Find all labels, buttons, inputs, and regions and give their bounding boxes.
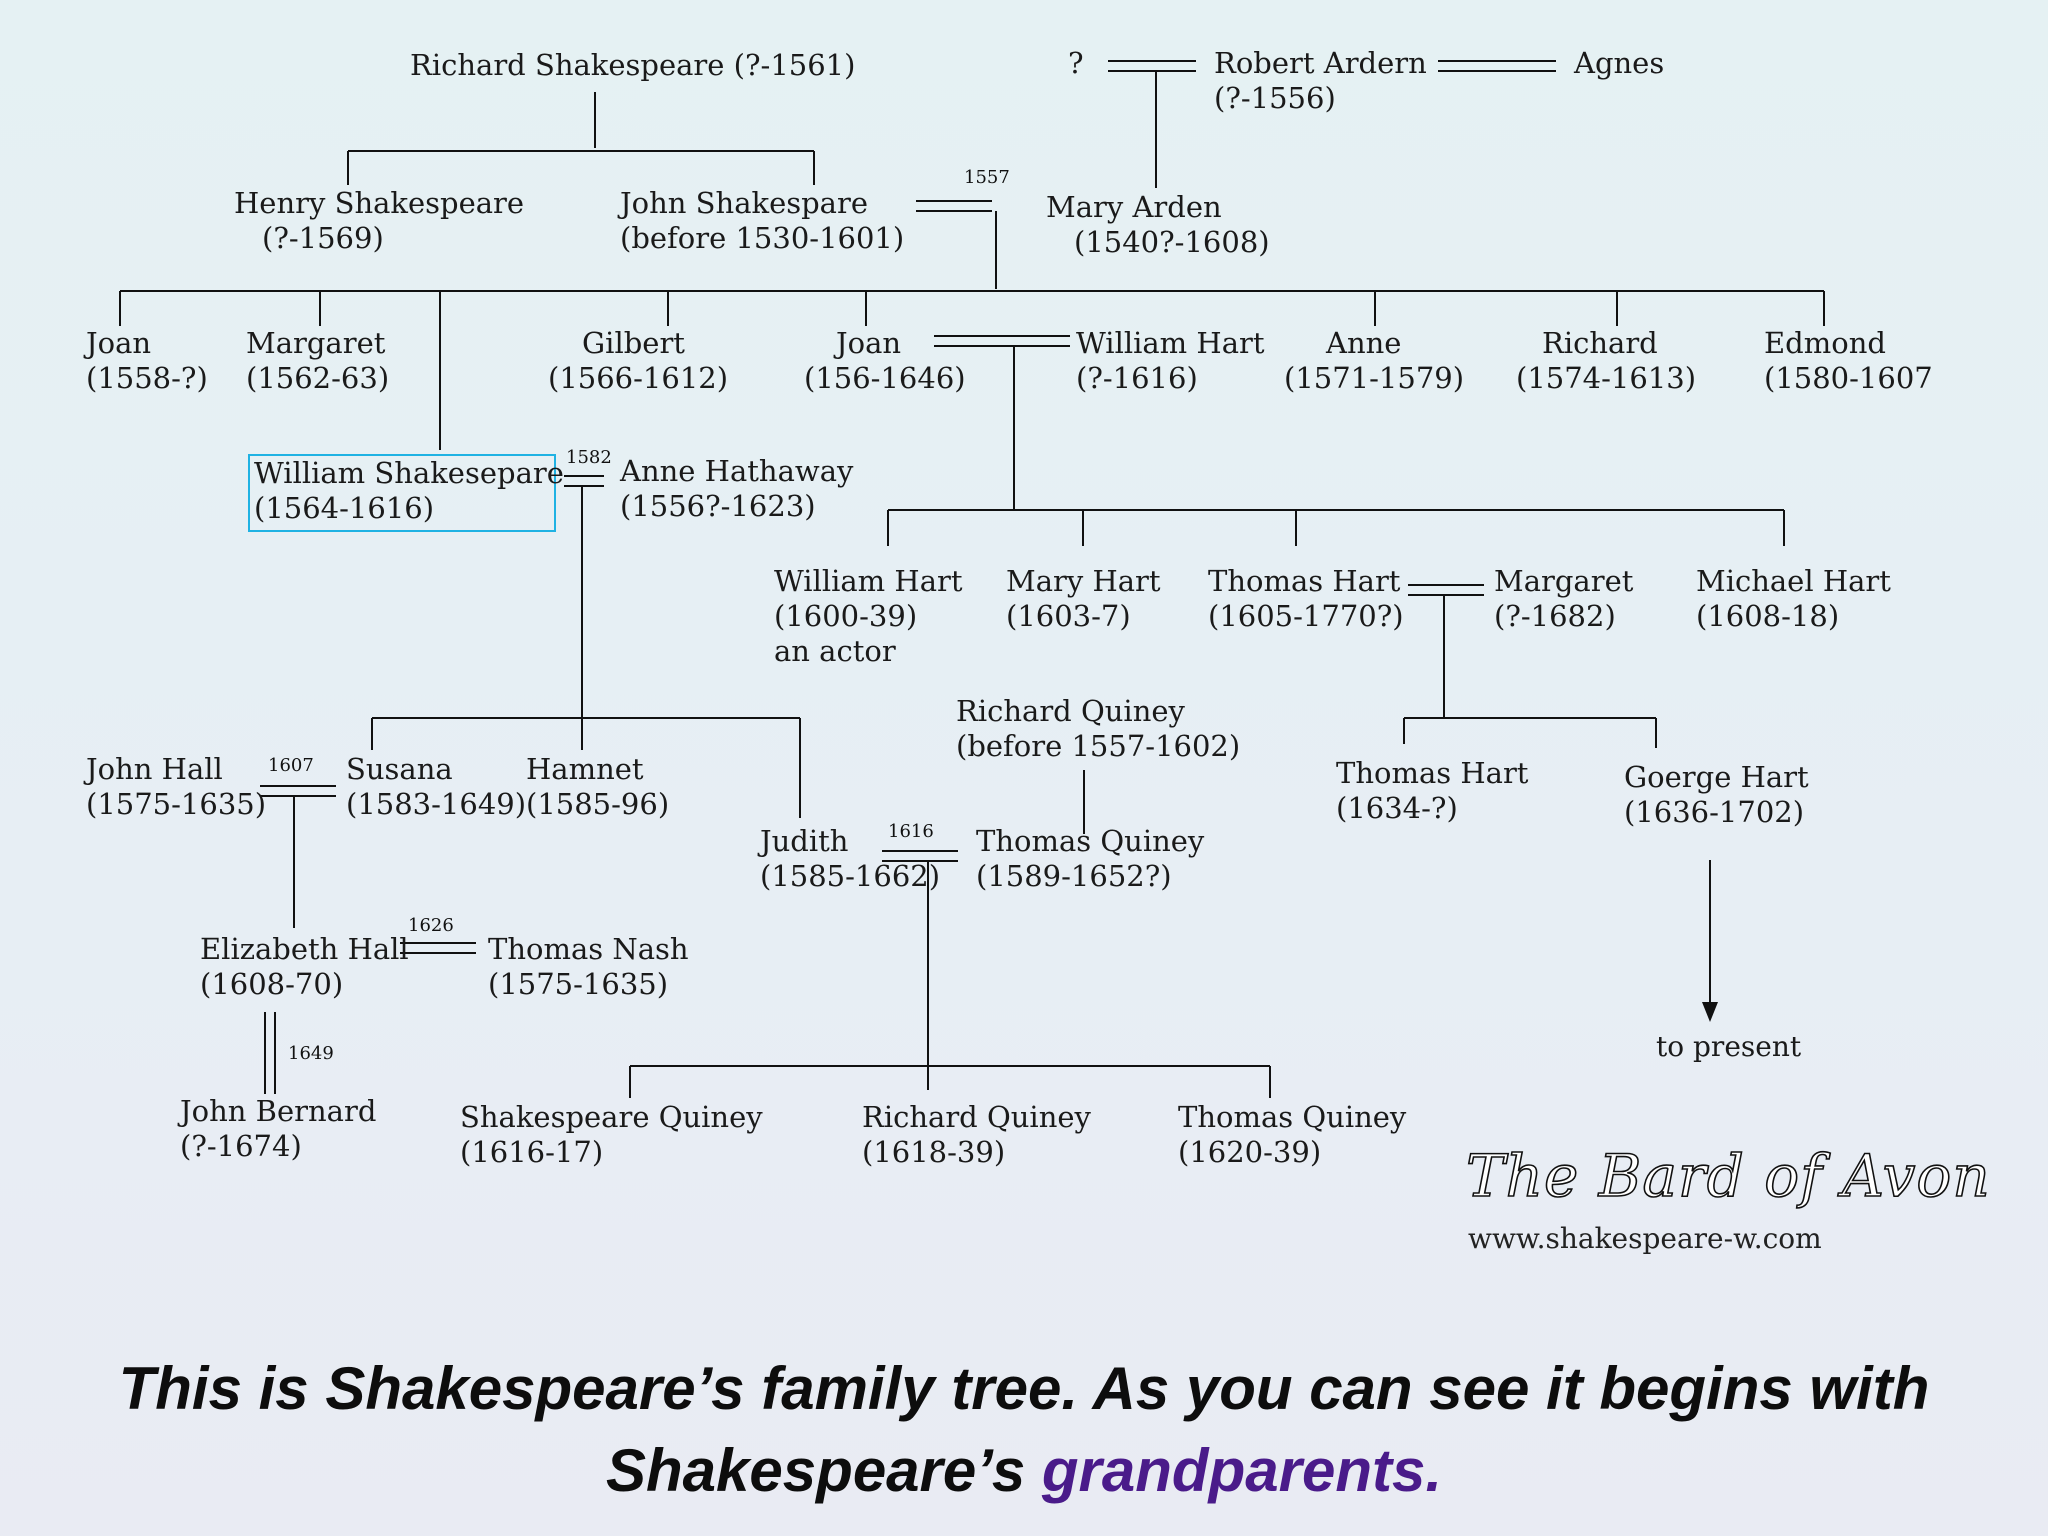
- person-william-shakespeare: William Shakesepare(1564-1616): [254, 456, 564, 525]
- person-margaret-hart: Margaret(?-1682): [1494, 564, 1634, 633]
- person-richard-shakespeare: Richard Shakespeare (?-1561): [410, 48, 856, 82]
- person-william-hart-actor: William Hart(1600-39)an actor: [774, 564, 963, 668]
- focus-highlight-box: [248, 454, 556, 532]
- bard-of-avon-logo: The Bard of Avon: [1465, 1141, 1991, 1211]
- person-john-shakespeare: John Shakespare(before 1530-1601): [620, 186, 905, 255]
- person-thomas-hart-1634: Thomas Hart(1634-?): [1336, 756, 1529, 825]
- person-mary-hart: Mary Hart(1603-7): [1006, 564, 1161, 633]
- person-robert-arden: Robert Ardern(?-1556): [1214, 46, 1427, 115]
- person-john-hall: John Hall(1575-1635): [86, 752, 267, 821]
- person-thomas-nash: Thomas Nash(1575-1635): [488, 932, 689, 1001]
- person-richard-quiney: Richard Quiney(before 1557-1602): [956, 694, 1241, 763]
- person-elizabeth-hall: Elizabeth Hall(1608-70): [200, 932, 409, 1001]
- person-joan-1558: Joan(1558-?): [86, 326, 208, 395]
- person-judith: Judith(1585-1662): [760, 824, 941, 893]
- person-anne: Anne(1571-1579): [1284, 326, 1465, 395]
- person-gilbert: Gilbert(1566-1612): [548, 326, 729, 395]
- person-henry-shakespeare: Henry Shakespeare(?-1569): [234, 186, 525, 255]
- person-susana: Susana(1583-1649): [346, 752, 527, 821]
- person-michael-hart: Michael Hart(1608-18): [1696, 564, 1891, 633]
- person-mary-arden: Mary Arden(1540?-1608): [1046, 190, 1270, 259]
- person-anne-hathaway: Anne Hathaway(1556?-1623): [620, 454, 854, 523]
- marriage-year-elizabeth-nash: 1626: [408, 915, 454, 936]
- to-present-label: to present: [1656, 1030, 1802, 1063]
- person-agnes: Agnes: [1574, 46, 1665, 80]
- person-shakespeare-quiney: Shakespeare Quiney(1616-17): [460, 1100, 763, 1169]
- person-richard-1574: Richard(1574-1613): [1516, 326, 1697, 395]
- person-richard-quiney-1618: Richard Quiney(1618-39): [862, 1100, 1091, 1169]
- marriage-year-judith-thomas: 1616: [888, 821, 934, 842]
- slide-caption: This is Shakespeare’s family tree. As yo…: [0, 1348, 2048, 1512]
- person-unknown-spouse: ?: [1068, 46, 1084, 80]
- person-william-hart-sr: William Hart(?-1616): [1076, 326, 1265, 395]
- person-edmond: Edmond(1580-1607: [1764, 326, 1933, 395]
- person-joan-hart: Joan(156-1646): [804, 326, 966, 395]
- person-john-bernard: John Bernard(?-1674): [180, 1094, 377, 1163]
- caption-highlight: grandparents.: [1041, 1437, 1442, 1504]
- marriage-year-william-anne: 1582: [566, 447, 612, 468]
- caption-text: This is Shakespeare’s family tree. As yo…: [118, 1355, 1930, 1504]
- marriage-year-john-mary: 1557: [964, 167, 1010, 188]
- person-hamnet: Hamnet(1585-96): [526, 752, 670, 821]
- person-goerge-hart: Goerge Hart(1636-1702): [1624, 760, 1809, 829]
- person-thomas-hart-1605: Thomas Hart(1605-1770?): [1208, 564, 1404, 633]
- website-url: www.shakespeare-w.com: [1468, 1222, 1822, 1255]
- marriage-year-elizabeth-bernard: 1649: [288, 1043, 334, 1064]
- person-thomas-quiney-1620: Thomas Quiney(1620-39): [1178, 1100, 1407, 1169]
- person-thomas-quiney: Thomas Quiney(1589-1652?): [976, 824, 1205, 893]
- person-margaret-1562: Margaret(1562-63): [246, 326, 390, 395]
- marriage-year-john-susana: 1607: [268, 755, 314, 776]
